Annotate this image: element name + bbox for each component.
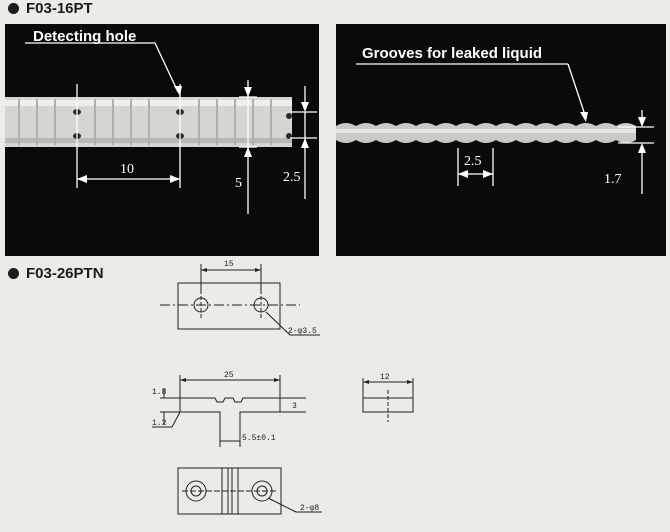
dim-pitch-2-5: 2.5: [464, 154, 482, 169]
front-view-outline: [179, 397, 281, 442]
section-heading-f03-16pt: F03-16PT: [8, 0, 93, 17]
section-title: F03-16PT: [26, 0, 93, 17]
dim-top-holes: 2-φ3.5: [288, 327, 317, 336]
photo-grooves: Grooves for leaked liquid 2.5 1.7: [336, 24, 666, 256]
callout-detecting-hole: Detecting hole: [33, 28, 137, 45]
dim-thickness-1-7: 1.7: [604, 172, 622, 187]
dim-front-width: 25: [224, 371, 234, 380]
photo-detecting-hole: Detecting hole 10 5 2.5: [5, 24, 319, 256]
dim-width-5: 5: [235, 176, 242, 191]
dim-front-height: 1.8: [152, 388, 167, 397]
dim-bottom-holes: 2-φ8: [300, 504, 319, 513]
bottom-view-outline: [177, 467, 282, 515]
arrowheads: [458, 112, 646, 178]
bullet-icon: [8, 268, 19, 279]
tube-cells: [18, 99, 272, 145]
dim-side-width: 12: [380, 373, 390, 382]
photo-right-graphic: [336, 63, 654, 194]
dim-top-width: 15: [224, 260, 234, 269]
photo-left-graphic: [5, 42, 317, 214]
dim-front-slot: 5.5±0.1: [242, 434, 276, 443]
dim-thickness-2-5: 2.5: [283, 170, 301, 185]
dim-pitch-10: 10: [120, 162, 134, 177]
arrowheads: [77, 86, 309, 183]
dim-front-right-height: 3: [292, 402, 297, 411]
dim-front-offset: 1.2: [152, 419, 167, 428]
top-view-outline: [177, 282, 281, 330]
section-title: F03-26PTN: [26, 265, 104, 282]
dimension-lines: [25, 42, 317, 214]
bullet-icon: [8, 3, 19, 14]
callout-grooves: Grooves for leaked liquid: [362, 45, 543, 62]
section-heading-f03-26ptn: F03-26PTN: [8, 265, 104, 282]
